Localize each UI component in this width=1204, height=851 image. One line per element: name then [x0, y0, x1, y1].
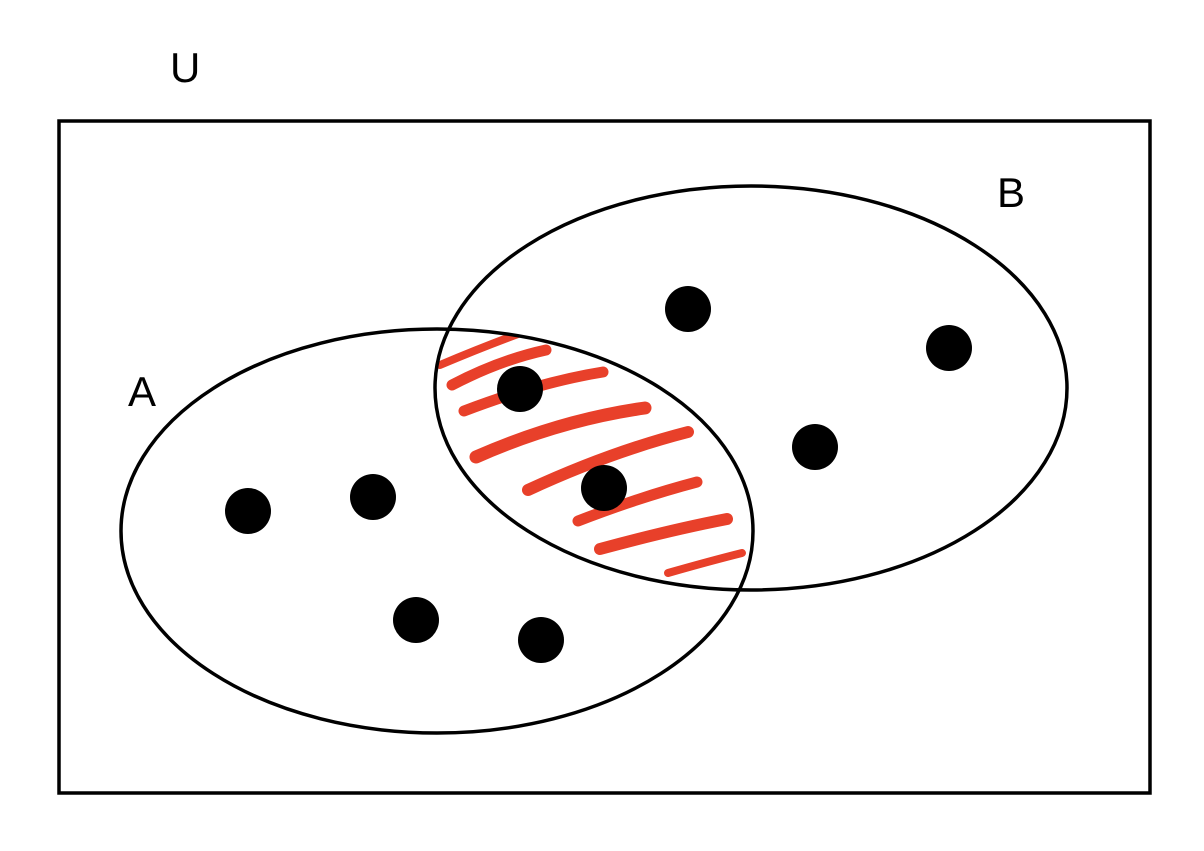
hatch-stroke: [572, 476, 703, 527]
set-a-label: A: [128, 368, 156, 415]
hatch-stroke: [664, 549, 746, 577]
point: [792, 424, 838, 470]
point: [350, 474, 396, 520]
point: [926, 325, 972, 371]
hatch-stroke: [522, 426, 694, 496]
point: [665, 286, 711, 332]
set-a-ellipse: [119, 327, 755, 735]
point: [518, 617, 564, 663]
hatch-stroke: [446, 344, 552, 391]
universe-label: U: [170, 44, 200, 91]
point: [497, 366, 543, 412]
set-a-only-points: [225, 474, 564, 663]
universe-rectangle: [57, 119, 1152, 795]
point: [393, 597, 439, 643]
set-b-ellipse: [433, 184, 1069, 592]
set-b-label: B: [997, 169, 1025, 216]
set-b-only-points: [665, 286, 972, 470]
point: [225, 488, 271, 534]
hatch-stroke: [594, 513, 733, 555]
intersection-points: [497, 366, 627, 511]
point: [581, 465, 627, 511]
hatch-stroke: [436, 330, 522, 369]
hatch-stroke: [469, 401, 652, 464]
intersection-hatching: [436, 330, 746, 577]
